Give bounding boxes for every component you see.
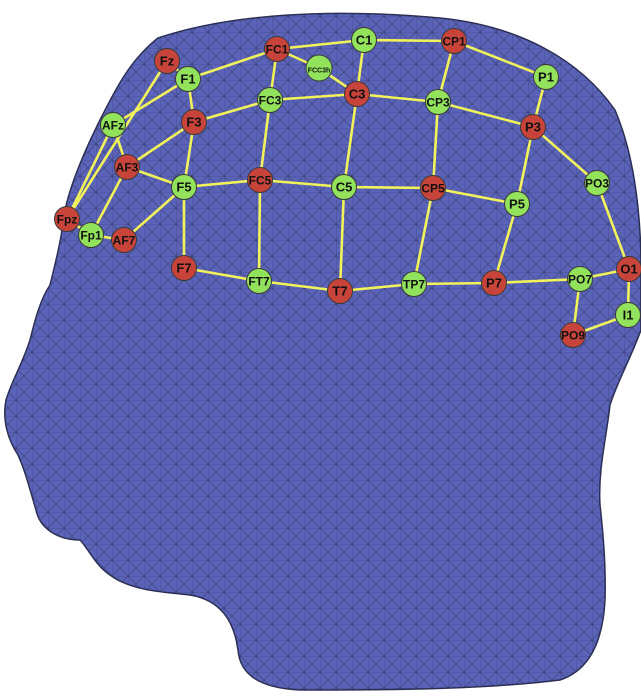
electrode-label: C3	[349, 87, 366, 102]
connection-C5-CP5	[344, 187, 433, 188]
electrode-label: P3	[525, 120, 541, 135]
electrode-FC1: FC1	[265, 37, 290, 62]
electrode-F1: F1	[176, 67, 201, 92]
electrode-label: CP5	[421, 182, 445, 196]
electrode-label: TP7	[403, 278, 425, 292]
electrode-label: FT7	[248, 275, 270, 289]
electrode-Fz: Fz	[155, 49, 180, 74]
electrode-Fp1: Fp1	[79, 223, 104, 248]
electrode-FT7: FT7	[247, 269, 272, 294]
electrode-PO9: PO9	[561, 323, 586, 348]
electrode-label: FC3	[259, 94, 282, 108]
electrode-label: P1	[538, 70, 554, 85]
electrode-label: PO7	[568, 273, 592, 287]
electrode-label: Fz	[160, 54, 175, 69]
electrode-C3: C3	[345, 82, 370, 107]
electrode-label: F3	[186, 115, 201, 130]
electrode-label: FC5	[249, 174, 272, 188]
electrode-label: C1	[356, 33, 373, 48]
electrode-label: F5	[176, 180, 191, 195]
electrode-CP5: CP5	[421, 176, 446, 201]
electrode-label: PO9	[561, 329, 585, 343]
electrode-PO3: PO3	[585, 171, 610, 196]
electrode-P5: P5	[505, 192, 530, 217]
electrode-label: Fpz	[57, 213, 78, 227]
electrode-AFz: AFz	[101, 113, 126, 138]
electrode-P1: P1	[534, 65, 559, 90]
electrode-AF3: AF3	[115, 155, 140, 180]
electrode-T7: T7	[328, 279, 353, 304]
electrode-label: FCC3h	[308, 68, 331, 75]
electrode-label: F1	[180, 72, 195, 87]
electrode-label: F7	[176, 261, 191, 276]
electrode-label: FC1	[266, 43, 289, 57]
electrode-F7: F7	[172, 256, 197, 281]
electrode-label: CP1	[442, 35, 466, 49]
electrode-label: Fp1	[80, 229, 102, 243]
electrode-label: P5	[509, 197, 525, 212]
electrode-label: C5	[336, 180, 353, 195]
electrode-label: CP3	[426, 96, 450, 110]
electrode-PO7: PO7	[568, 267, 593, 292]
electrode-label: PO3	[585, 177, 609, 191]
connection-FC5-FT7	[259, 180, 260, 281]
electrode-label: O1	[620, 262, 637, 277]
electrode-FC3: FC3	[258, 88, 283, 113]
electrode-I1: I1	[616, 303, 641, 328]
electrode-FCC3h: FCC3h	[306, 55, 332, 81]
electrode-F5: F5	[172, 175, 197, 200]
electrode-C5: C5	[332, 175, 357, 200]
electrode-P3: P3	[521, 115, 546, 140]
electrode-label: T7	[332, 284, 347, 299]
electrode-label: AFz	[102, 119, 124, 133]
electrode-C1: C1	[352, 28, 377, 53]
electrode-label: P7	[486, 276, 502, 291]
electrode-label: AF3	[116, 161, 139, 175]
connection-C1-CP1	[364, 40, 454, 41]
electrode-P7: P7	[482, 271, 507, 296]
electrode-F3: F3	[182, 110, 207, 135]
electrode-label: I1	[623, 308, 634, 323]
electrode-O1: O1	[617, 257, 641, 282]
electrode-CP3: CP3	[426, 90, 451, 115]
electrode-Fpz: Fpz	[55, 207, 80, 232]
electrode-TP7: TP7	[402, 272, 427, 297]
electrode-FC5: FC5	[248, 168, 273, 193]
electrode-CP1: CP1	[442, 29, 467, 54]
electrode-AF7: AF7	[112, 228, 137, 253]
electrode-label: AF7	[113, 234, 136, 248]
